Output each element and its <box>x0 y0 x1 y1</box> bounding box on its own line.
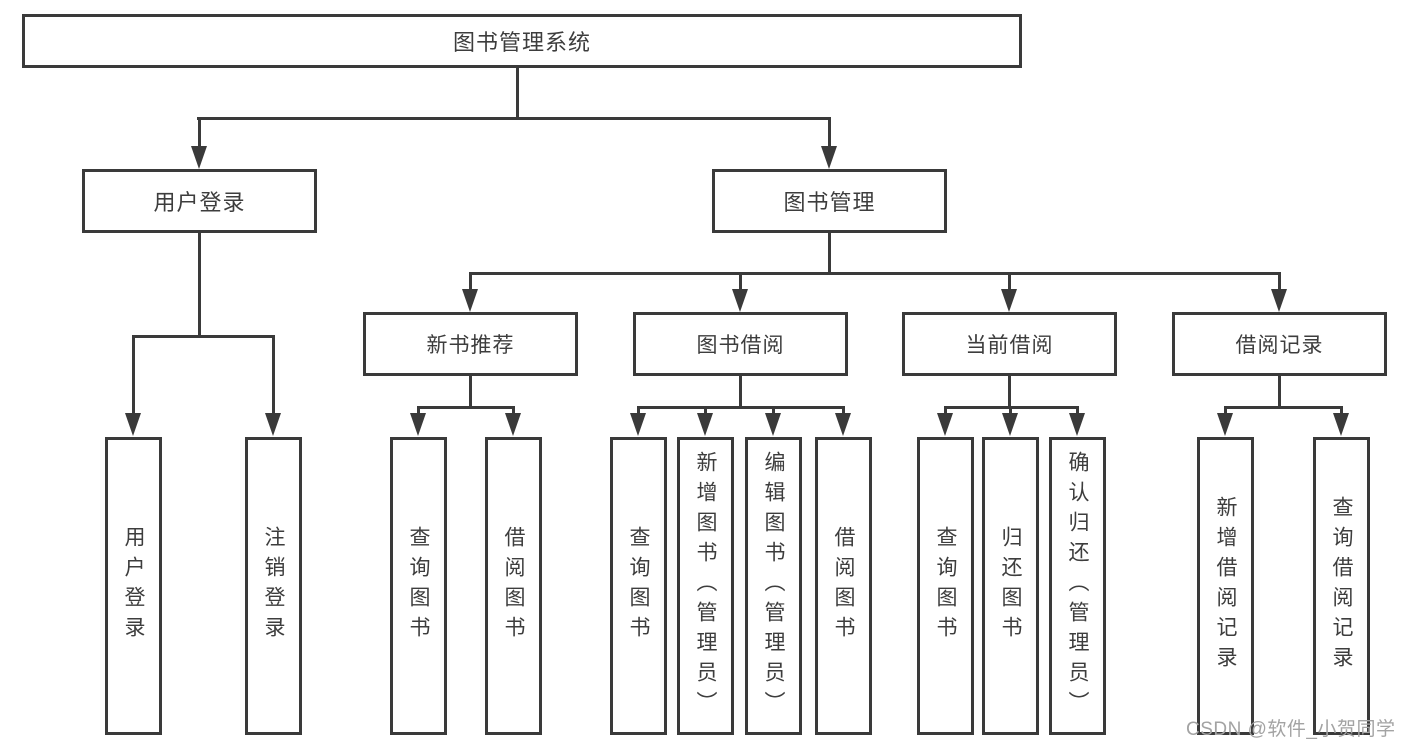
connector-vline <box>944 406 947 418</box>
connector-vline <box>828 117 831 150</box>
arrow-down-icon <box>732 289 748 312</box>
connector-vline <box>637 406 640 418</box>
connector-vline <box>1008 272 1011 292</box>
leaf-logout-label: 注销登录 <box>262 526 285 646</box>
node-current-borrow: 当前借阅 <box>902 312 1117 376</box>
connector-vline <box>1008 376 1011 409</box>
leaf-borrow-query-books: 查询图书 <box>610 437 667 735</box>
connector-vline <box>1278 376 1281 409</box>
connector-vline <box>132 335 135 418</box>
leaf-confirm-return-admin: 确认归还（管理员） <box>1049 437 1106 735</box>
node-user-login-label: 用户登录 <box>153 190 246 215</box>
connector-vline <box>1340 406 1343 418</box>
leaf-add-books-admin: 新增图书（管理员） <box>677 437 734 735</box>
connector-vline <box>842 406 845 418</box>
connector-vline <box>739 376 742 409</box>
connector-vline <box>828 233 831 275</box>
leaf-edit-books-admin-label: 编辑图书（管理员） <box>762 451 785 721</box>
leaf-user-login-label: 用户登录 <box>122 526 145 646</box>
connector-hline <box>197 117 831 120</box>
leaf-confirm-return-admin-label: 确认归还（管理员） <box>1066 451 1089 721</box>
connector-vline <box>1278 272 1281 292</box>
leaf-recommend-query-books-label: 查询图书 <box>407 526 430 646</box>
connector-vline <box>1009 406 1012 418</box>
node-book-borrow-label: 图书借阅 <box>696 334 785 357</box>
connector-hline <box>637 406 845 409</box>
node-new-book-recommend-label: 新书推荐 <box>426 334 515 357</box>
leaf-query-borrow-record-label: 查询借阅记录 <box>1330 496 1353 676</box>
leaf-query-borrow-record: 查询借阅记录 <box>1313 437 1370 735</box>
leaf-edit-books-admin: 编辑图书（管理员） <box>745 437 802 735</box>
connector-vline <box>198 117 201 150</box>
leaf-current-query-books-label: 查询图书 <box>934 526 957 646</box>
connector-vline <box>272 335 275 418</box>
arrow-down-icon <box>821 146 837 169</box>
connector-vline <box>516 68 519 120</box>
leaf-recommend-query-books: 查询图书 <box>390 437 447 735</box>
node-book-borrow: 图书借阅 <box>633 312 848 376</box>
node-book-management: 图书管理 <box>712 169 947 233</box>
node-book-management-label: 图书管理 <box>783 190 876 215</box>
arrow-down-icon <box>462 289 478 312</box>
arrow-down-icon <box>835 413 851 436</box>
connector-hline <box>417 406 515 409</box>
connector-vline <box>198 233 201 338</box>
leaf-recommend-borrow-books: 借阅图书 <box>485 437 542 735</box>
arrow-down-icon <box>1002 413 1018 436</box>
csdn-watermark: CSDN @软件_小贺同学 <box>1186 719 1396 740</box>
node-borrow-records: 借阅记录 <box>1172 312 1387 376</box>
leaf-add-borrow-record: 新增借阅记录 <box>1197 437 1254 735</box>
connector-hline <box>132 335 275 338</box>
arrow-down-icon <box>1001 289 1017 312</box>
leaf-add-books-admin-label: 新增图书（管理员） <box>694 451 717 721</box>
arrow-down-icon <box>697 413 713 436</box>
arrow-down-icon <box>191 146 207 169</box>
leaf-borrow-query-books-label: 查询图书 <box>627 526 650 646</box>
leaf-recommend-borrow-books-label: 借阅图书 <box>502 526 525 646</box>
arrow-down-icon <box>765 413 781 436</box>
connector-vline <box>739 272 742 292</box>
node-new-book-recommend: 新书推荐 <box>363 312 578 376</box>
arrow-down-icon <box>1333 413 1349 436</box>
connector-vline <box>1076 406 1079 418</box>
leaf-logout: 注销登录 <box>245 437 302 735</box>
leaf-add-borrow-record-label: 新增借阅记录 <box>1214 496 1237 676</box>
arrow-down-icon <box>1271 289 1287 312</box>
arrow-down-icon <box>630 413 646 436</box>
leaf-return-books: 归还图书 <box>982 437 1039 735</box>
node-current-borrow-label: 当前借阅 <box>965 334 1054 357</box>
node-root-label: 图书管理系统 <box>452 30 591 55</box>
arrow-down-icon <box>505 413 521 436</box>
leaf-borrow-books-label: 借阅图书 <box>832 526 855 646</box>
connector-vline <box>469 272 472 292</box>
arrow-down-icon <box>1217 413 1233 436</box>
node-user-login: 用户登录 <box>82 169 317 233</box>
leaf-borrow-books: 借阅图书 <box>815 437 872 735</box>
arrow-down-icon <box>410 413 426 436</box>
node-root: 图书管理系统 <box>22 14 1022 68</box>
arrow-down-icon <box>125 413 141 436</box>
connector-hline <box>1224 406 1343 409</box>
leaf-user-login: 用户登录 <box>105 437 162 735</box>
connector-hline <box>469 272 1281 275</box>
leaf-current-query-books: 查询图书 <box>917 437 974 735</box>
node-borrow-records-label: 借阅记录 <box>1235 334 1324 357</box>
connector-vline <box>1224 406 1227 418</box>
connector-vline <box>512 406 515 418</box>
arrow-down-icon <box>265 413 281 436</box>
connector-vline <box>704 406 707 418</box>
connector-vline <box>772 406 775 418</box>
leaf-return-books-label: 归还图书 <box>999 526 1022 646</box>
connector-vline <box>469 376 472 409</box>
connector-vline <box>417 406 420 418</box>
arrow-down-icon <box>1069 413 1085 436</box>
arrow-down-icon <box>937 413 953 436</box>
